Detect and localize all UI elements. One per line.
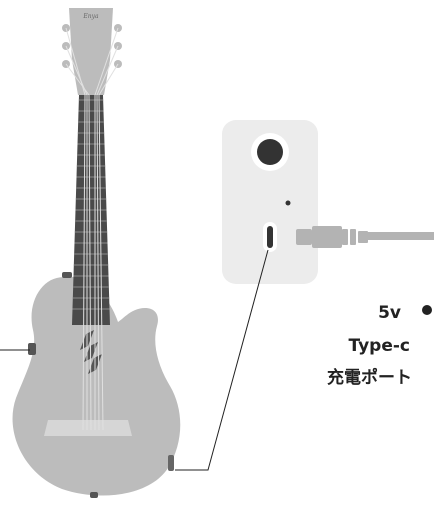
guitar-headstock bbox=[69, 8, 113, 95]
bridge bbox=[44, 420, 132, 436]
headstock-logo: Enya bbox=[82, 13, 99, 20]
status-led bbox=[285, 200, 291, 206]
strap-button-top bbox=[62, 272, 72, 278]
connector-type-label: Type-c bbox=[348, 336, 411, 356]
usb-c-port bbox=[267, 226, 273, 248]
usb-c-cable bbox=[296, 226, 434, 248]
bullet-dot bbox=[422, 305, 432, 315]
jack-socket-inner bbox=[257, 139, 283, 165]
voltage-label: 5v bbox=[378, 303, 401, 323]
strap-button-bottom bbox=[90, 492, 98, 498]
charging-panel bbox=[222, 120, 318, 284]
side-knob bbox=[28, 343, 36, 355]
output-jack bbox=[168, 455, 174, 471]
charging-port-label: 充電ポート bbox=[327, 368, 412, 388]
port-leader-line bbox=[175, 249, 269, 471]
guitar-body bbox=[12, 276, 181, 496]
guitar-strings bbox=[65, 27, 119, 431]
